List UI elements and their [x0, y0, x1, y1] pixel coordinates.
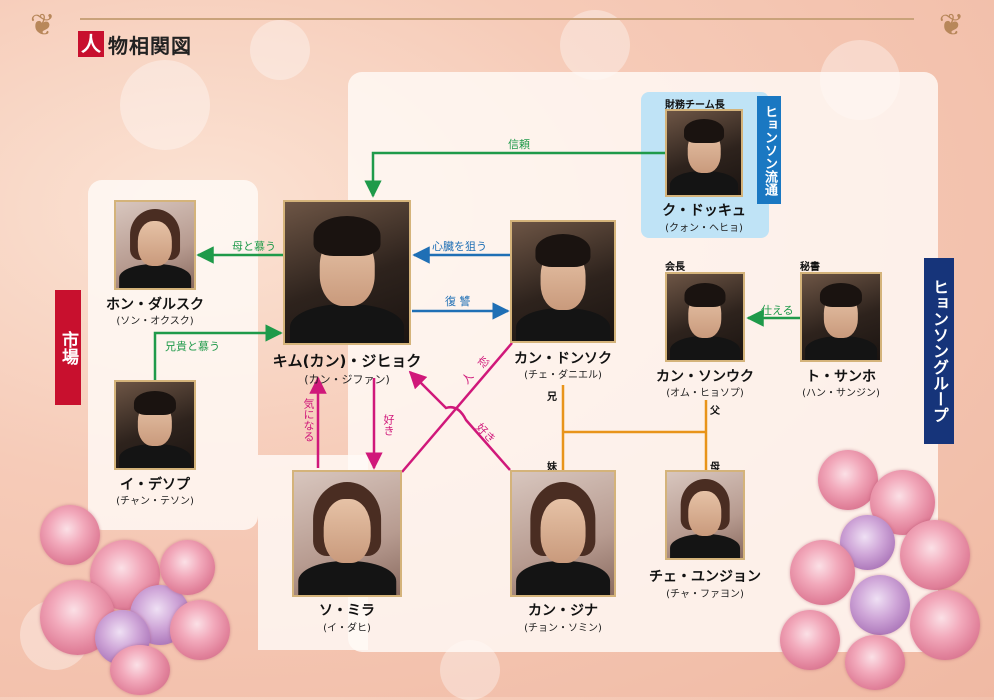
role-sonuk: 会長	[665, 262, 685, 273]
portrait-dalsuk	[114, 200, 196, 290]
edge-lovers	[401, 342, 513, 473]
label-brother-admire: 兄貴と慕う	[165, 340, 220, 353]
actor-desop: (チャン・テソン)	[116, 496, 194, 507]
edge-like-jina	[408, 370, 511, 471]
family-brother: 兄	[547, 392, 557, 403]
label-target-heart: 心臓を狙う	[432, 240, 487, 253]
header-rule	[80, 18, 914, 20]
title-rest: 物相関図	[108, 33, 192, 58]
portrait-sanho	[800, 272, 882, 362]
name-jihyuk: キム(カン)・ジヒョク	[272, 352, 422, 370]
name-sonuk: カン・ソンウク	[656, 369, 754, 385]
actor-mira: (イ・ダヒ)	[323, 623, 371, 634]
portrait-dokkyu	[665, 109, 743, 197]
role-dokkyu: 財務チーム長	[665, 100, 725, 111]
market-label: 市場	[55, 290, 81, 405]
actor-sanho: (ハン・サンジン)	[802, 388, 880, 399]
label-serve: 仕える	[761, 304, 794, 317]
label-trust: 信頼	[508, 138, 530, 151]
hyunsung-distribution-label: ヒョンソン流通	[757, 96, 781, 204]
actor-dongsuk: (チェ・ダニエル)	[524, 370, 602, 381]
name-jina: カン・ジナ	[528, 603, 598, 619]
label-mother-admire: 母と慕う	[232, 240, 276, 253]
actor-dokkyu: (クォン・ヘヒョ)	[665, 223, 743, 234]
family-mother: 母	[710, 462, 720, 473]
portrait-desop	[114, 380, 196, 470]
title-first-char: 人	[78, 31, 104, 57]
name-dongsuk: カン・ドンソク	[514, 351, 612, 367]
name-mira: ソ・ミラ	[319, 603, 375, 619]
name-eunjung: チェ・ユンジョン	[649, 569, 761, 585]
right-ornament-icon: ❦	[938, 8, 964, 43]
actor-jina: (チョン・ソミン)	[524, 623, 602, 634]
name-dalsuk: ホン・ダルスク	[106, 297, 204, 313]
portrait-jihyuk	[283, 200, 411, 345]
portrait-sonuk	[665, 272, 745, 362]
role-sanho: 秘書	[800, 262, 820, 273]
family-father: 父	[710, 406, 720, 417]
name-sanho: ト・サンホ	[806, 369, 876, 385]
actor-sonuk: (オム・ヒョソプ)	[666, 388, 744, 399]
left-ornament-icon: ❦	[30, 8, 56, 43]
name-dokkyu: ク・ドッキュ	[662, 203, 746, 219]
family-sister: 妹	[547, 462, 557, 473]
portrait-eunjung	[665, 470, 745, 560]
label-revenge: 復 讐	[445, 295, 471, 308]
label-curious: 気になる	[302, 398, 315, 442]
page-title: 人 物相関図	[78, 30, 192, 58]
family-lines	[561, 385, 708, 470]
name-desop: イ・デソプ	[120, 477, 190, 493]
actor-eunjung: (チャ・ファヨン)	[666, 589, 744, 600]
portrait-dongsuk	[510, 220, 616, 343]
portrait-mira	[292, 470, 402, 597]
portrait-jina	[510, 470, 616, 597]
hyunsung-group-label: ヒョンソングループ	[924, 258, 954, 444]
edge-trust	[364, 151, 665, 198]
edge-brother-admire	[153, 324, 283, 380]
actor-dalsuk: (ソン・オクスク)	[116, 316, 194, 327]
label-like-mira: 好き	[382, 414, 395, 436]
actor-jihyuk: (カン・ジファン)	[304, 373, 390, 386]
